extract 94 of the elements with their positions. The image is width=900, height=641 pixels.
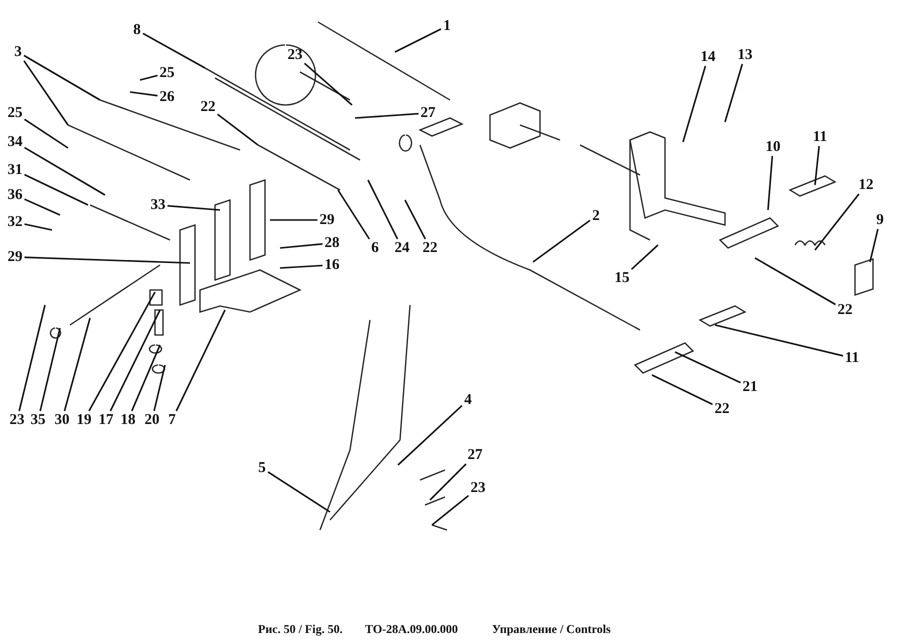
callout-number: 24 (394, 240, 410, 256)
leader-line (280, 264, 323, 269)
leader-line (217, 114, 258, 146)
callout-number: 30 (54, 412, 70, 428)
leader-line (714, 324, 844, 357)
leader-line (432, 494, 469, 526)
leader-line (176, 310, 226, 412)
callout-number: 7 (168, 412, 176, 428)
callout-number: 25 (8, 105, 22, 121)
leader-line (814, 194, 860, 250)
callout-number: 34 (8, 134, 22, 150)
callout-number: 23 (10, 412, 24, 428)
leader-line (24, 223, 52, 231)
callout-number: 20 (144, 412, 160, 428)
leader-line (532, 220, 590, 263)
callout-number: 9 (876, 212, 884, 228)
callout-number: 8 (133, 22, 141, 38)
leader-line (24, 146, 106, 196)
leader-line (394, 28, 442, 53)
leader-line (88, 292, 156, 412)
caption-text: Рис. 50 / Fig. 50. (258, 622, 343, 637)
callout-number: 2 (592, 208, 600, 224)
leader-line (337, 190, 370, 240)
leader-line (24, 256, 190, 264)
callout-number: 11 (812, 129, 828, 145)
leader-line (767, 156, 774, 210)
callout-number: 11 (844, 350, 860, 366)
leader-line (110, 310, 161, 412)
callout-number: 5 (258, 460, 266, 476)
leader-line (24, 174, 88, 206)
leader-line (724, 64, 744, 122)
leader-line (153, 364, 166, 412)
callout-number: 31 (8, 162, 22, 178)
callout-number: 14 (700, 49, 716, 65)
callout-number: 35 (30, 412, 46, 428)
callout-number: 22 (422, 240, 438, 256)
leader-line (397, 405, 463, 466)
leader-line (652, 374, 713, 406)
caption-text: ТО-28А.09.00.000 (365, 622, 458, 637)
callout-number: 3 (14, 44, 22, 60)
leader-line (404, 200, 426, 240)
leader-line (142, 32, 206, 69)
callout-number: 22 (200, 99, 216, 115)
callout-number: 19 (76, 412, 92, 428)
callout-number: 29 (8, 249, 22, 265)
callout-number: 1 (443, 18, 451, 34)
callout-number: 15 (614, 270, 630, 286)
leader-line (754, 257, 836, 306)
callout-number: 27 (420, 105, 436, 121)
leader-line (270, 219, 318, 221)
callout-number: 6 (371, 240, 379, 256)
leader-line (814, 146, 820, 186)
callout-number: 13 (738, 47, 752, 63)
leader-line (682, 66, 706, 142)
leader-line (18, 304, 46, 412)
callout-number: 36 (8, 187, 22, 203)
callout-number: 22 (838, 302, 852, 318)
callout-number: 18 (120, 412, 136, 428)
leader-line (39, 328, 61, 412)
leader-line (367, 180, 398, 240)
callout-number: 4 (464, 392, 472, 408)
leader-line (429, 463, 467, 501)
leader-line (64, 318, 91, 412)
leader-line (630, 244, 659, 270)
callout-number: 23 (288, 47, 302, 63)
callout-number: 26 (160, 89, 174, 105)
leader-line (131, 344, 161, 412)
callout-number: 23 (470, 480, 486, 496)
leader-line (24, 118, 68, 149)
callout-number: 25 (160, 65, 174, 81)
leader-line (130, 91, 158, 96)
leader-line (268, 471, 330, 513)
callout-number: 12 (858, 177, 874, 193)
leader-line (869, 228, 879, 262)
callout-number: 27 (468, 447, 482, 463)
callout-number: 16 (324, 257, 340, 273)
leader-line (24, 198, 60, 216)
leader-line (304, 62, 353, 106)
leader-line (280, 243, 323, 249)
leader-line (674, 351, 741, 384)
callout-number: 28 (324, 235, 340, 251)
leader-line (140, 74, 158, 81)
callout-number: 32 (8, 214, 22, 230)
leader-line (354, 112, 419, 119)
caption-text: Управление / Controls (492, 622, 611, 637)
leader-line (24, 54, 100, 101)
leader-line (23, 60, 69, 126)
callout-number: 22 (714, 401, 730, 417)
callout-number: 17 (98, 412, 114, 428)
callout-number: 29 (320, 212, 334, 228)
leader-line (167, 205, 220, 211)
callout-number: 21 (742, 379, 758, 395)
callout-number: 33 (150, 197, 166, 213)
callout-number: 10 (766, 139, 780, 155)
